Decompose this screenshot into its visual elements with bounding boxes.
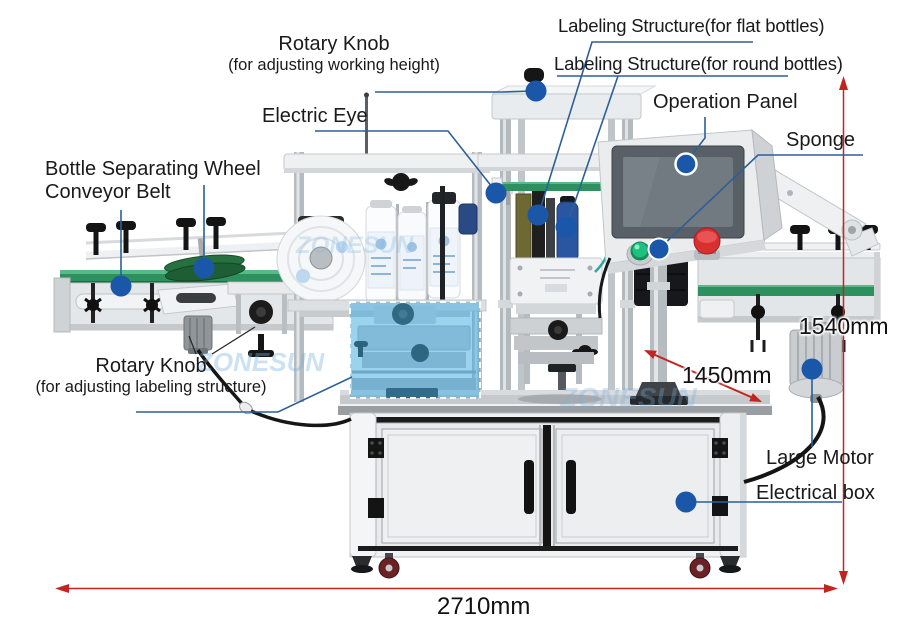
label-labeling-structure-flat: Labeling Structure(for flat bottles): [558, 15, 825, 36]
dimension-depth: 1450mm: [682, 362, 772, 388]
label-rotary-knob-working-height: Rotary Knob (for adjusting working heigh…: [200, 33, 468, 75]
dimension-width: 2710mm: [437, 593, 531, 620]
annotation-line2: Conveyor Belt: [45, 181, 171, 203]
dimension-lines: [55, 76, 848, 593]
leader-lines: [120, 41, 863, 503]
annotation-title: Rotary Knob: [95, 355, 207, 377]
annotation-title: Rotary Knob: [278, 33, 390, 55]
labeling-adjust-stage: [349, 301, 481, 399]
marker-dot: [527, 204, 549, 226]
door-handle: [566, 460, 576, 514]
dimension-height: 1540mm: [799, 313, 889, 339]
label-bottle-separating-wheel: Bottle Separating Wheel Conveyor Belt: [45, 158, 261, 204]
marker-dot: [525, 80, 547, 102]
marker-dot: [485, 182, 507, 204]
watermark-text: ZONESUN ZONESUN ZONESUN: [196, 232, 698, 413]
svg-text:ZONESUN: ZONESUN: [196, 347, 325, 377]
marker-dot: [674, 152, 698, 176]
annotation-subtitle: (for adjusting labeling structure): [35, 378, 267, 396]
label-operation-panel: Operation Panel: [653, 91, 798, 113]
label-large-motor: Large Motor: [766, 447, 874, 469]
marker-dot: [193, 257, 215, 279]
emergency-stop-button: [693, 227, 721, 260]
motor-cable: [743, 396, 826, 484]
annotation-line1: Bottle Separating Wheel: [45, 158, 261, 180]
label-electrical-box: Electrical box: [756, 482, 875, 504]
table-cabinet: [338, 390, 772, 579]
label-electric-eye: Electric Eye: [262, 105, 368, 127]
flat-bottle-structure: [515, 191, 555, 261]
marker-dot: [801, 358, 823, 380]
marker-dots: [110, 80, 823, 513]
marker-dot: [647, 237, 671, 261]
casters: [351, 553, 741, 579]
label-labeling-structure-round: Labeling Structure(for round bottles): [554, 53, 843, 74]
marker-dot: [675, 491, 697, 513]
svg-text:ZONESUN: ZONESUN: [295, 232, 414, 259]
depth-dimension-line: [645, 350, 761, 402]
labeled-bottles: [365, 186, 478, 303]
label-sponge: Sponge: [786, 129, 855, 151]
knob-leader-lines: [188, 326, 256, 355]
touch-screen: [611, 145, 745, 239]
operation-panel-console: [597, 128, 783, 405]
cabinet-door-right: [555, 428, 715, 544]
clamp-knobs: [84, 283, 161, 323]
label-rotary-knob-labeling-structure: Rotary Knob (for adjusting labeling stru…: [8, 355, 294, 397]
cabinet-door-left: [381, 428, 543, 544]
annotation-subtitle: (for adjusting working height): [228, 56, 440, 74]
start-button: [626, 241, 654, 266]
marker-dot: [110, 275, 132, 297]
highlight-box: [349, 301, 481, 399]
svg-text:ZONESUN: ZONESUN: [559, 382, 698, 413]
label-roll: [276, 215, 366, 303]
marker-dot: [555, 216, 577, 238]
door-handle: [524, 460, 534, 514]
